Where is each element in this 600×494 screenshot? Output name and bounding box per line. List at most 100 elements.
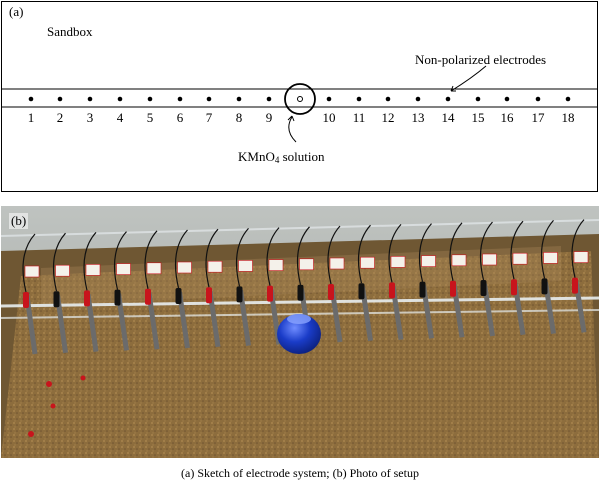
alligator-clip (145, 288, 151, 305)
electrode-dot (385, 96, 391, 102)
wire-tag (55, 264, 70, 277)
wire-tag (85, 264, 101, 276)
panel-a-tag: (a) (9, 4, 24, 19)
wire-tag (573, 251, 589, 263)
wire-tag (177, 261, 192, 274)
solution-arrowhead (287, 115, 295, 122)
electrode-dot (117, 96, 123, 102)
lead-wire (113, 231, 127, 290)
electrode-number: 5 (146, 110, 154, 125)
wire-tag (299, 258, 314, 271)
red-spot (80, 375, 86, 381)
photo-illustration (1, 206, 599, 458)
electrodes-label: Non-polarized electrodes (415, 52, 547, 67)
alligator-clip (23, 292, 29, 308)
bottle-cap (287, 314, 311, 324)
electrode-dot (87, 96, 93, 102)
alligator-clip (541, 278, 548, 295)
tank-rim (1, 219, 599, 237)
electrodes-arrowhead (450, 85, 456, 92)
electrode-dot (326, 96, 332, 102)
electrode-number: 17 (531, 110, 545, 125)
lead-wire (388, 223, 402, 283)
electrode-number: 16 (500, 110, 514, 125)
lead-wire (571, 219, 585, 278)
wire-tag (24, 265, 40, 278)
sandbox-label: Sandbox (47, 24, 93, 39)
solution-label-sub: 4 (274, 155, 280, 165)
electrode-number: 7 (205, 110, 213, 125)
electrode-dot (475, 96, 481, 102)
wire-tag (390, 256, 406, 268)
lead-wire (418, 223, 432, 282)
electrode-dot (177, 96, 183, 102)
electrode-dot (356, 96, 362, 102)
lead-wire (266, 227, 280, 286)
lead-wire (174, 229, 188, 289)
electrode-dots (28, 96, 571, 102)
alligator-clip (297, 284, 304, 301)
wire-tag (512, 252, 528, 265)
electrode-dot (415, 96, 421, 102)
solution-center (297, 96, 303, 102)
electrode-number: 9 (265, 110, 273, 125)
electrode-number: 8 (235, 110, 243, 125)
electrode-dot (565, 96, 571, 102)
electrode-number: 2 (56, 110, 64, 125)
wire-tag (543, 252, 558, 264)
alligator-clip (84, 290, 90, 307)
electrode-number: 13 (411, 110, 425, 125)
lead-wire (479, 221, 493, 281)
alligator-clip (206, 287, 212, 304)
wire-tag (268, 259, 284, 271)
lead-wire (296, 226, 310, 285)
electrode-dot (147, 96, 153, 102)
alligator-clip (389, 282, 395, 299)
alligator-clip (236, 286, 243, 303)
wire-tag (116, 263, 131, 275)
acrylic-bar-bottom (1, 309, 599, 319)
alligator-clip (53, 291, 60, 308)
alligator-clip (114, 289, 121, 306)
lead-wire (52, 232, 66, 292)
electrode-dot (535, 96, 541, 102)
kmno4-bottle (277, 314, 321, 354)
solution-circle (284, 83, 316, 115)
electrode-dot (206, 96, 212, 102)
alligator-clip (419, 281, 426, 298)
electrode-dot (57, 96, 63, 102)
alligator-clip (328, 284, 334, 300)
alligator-clip (358, 283, 365, 300)
solution-label-word: solution (279, 149, 325, 164)
solution-label-chem: KMnO (238, 149, 275, 164)
alligator-clip (572, 277, 578, 294)
wire-tag (482, 253, 497, 266)
electrode-dot (236, 96, 242, 102)
lead-wire (357, 224, 371, 284)
lead-wire (235, 227, 249, 287)
solution-label: KMnO4 solution (238, 149, 325, 165)
electrode-dot (28, 96, 34, 102)
electrode-dot (504, 96, 510, 102)
acrylic-bar-top (1, 296, 599, 308)
wire-tag (451, 254, 467, 267)
wire-tag (421, 255, 436, 267)
lead-wire (83, 231, 97, 291)
wire-tag (207, 260, 223, 273)
electrode-number: 11 (352, 110, 366, 125)
wire-tag (329, 257, 345, 270)
alligator-clip (175, 288, 182, 304)
red-spot (46, 381, 52, 387)
lead-wire (510, 220, 524, 280)
alligator-clip (480, 280, 487, 296)
lead-wire (327, 225, 341, 285)
setup-photo: (b) (1, 206, 599, 458)
lead-wire (540, 219, 554, 279)
wire-tag (238, 260, 253, 272)
electrode-number: 3 (86, 110, 94, 125)
electrode-dot (266, 96, 272, 102)
solution-arrow (288, 116, 297, 143)
electrode-number: 18 (561, 110, 575, 125)
